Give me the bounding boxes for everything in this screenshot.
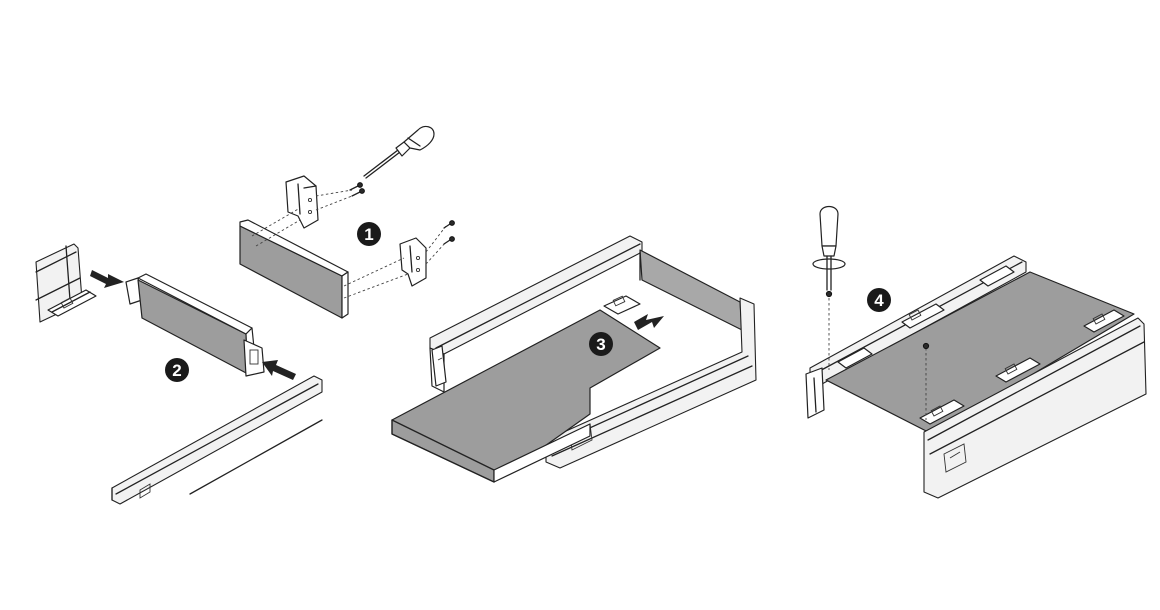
arrow-icon — [262, 360, 296, 380]
back-panel — [239, 219, 349, 319]
left-drawer-side-fragment — [35, 243, 97, 323]
screw-icon — [443, 236, 455, 245]
step-1-illustration — [239, 125, 455, 319]
step-3-illustration — [391, 235, 757, 483]
step-badge-3: 3 — [589, 332, 613, 356]
step-badge-1: 1 — [357, 222, 381, 246]
drawer-side-rail — [111, 375, 323, 505]
screwdriver-icon — [812, 205, 846, 370]
bracket-icon — [399, 237, 427, 287]
clip-fittings — [837, 265, 1125, 425]
bracket-icon — [285, 175, 319, 229]
drawer-bottom-panel-installed — [825, 271, 1135, 435]
drawer-right-side — [545, 297, 757, 469]
screw-icon — [351, 188, 365, 197]
screw-icon — [349, 182, 363, 191]
step-number-4: 4 — [874, 291, 884, 310]
screwdriver-icon — [363, 125, 435, 179]
step-2-illustration — [35, 243, 323, 505]
step-number-1: 1 — [364, 225, 373, 244]
arrow-icon — [90, 270, 124, 288]
screw-icon — [443, 220, 455, 229]
arrow-icon — [634, 314, 664, 330]
drawer-front-rail — [923, 317, 1147, 499]
step-number-2: 2 — [172, 361, 181, 380]
step-badge-2: 2 — [165, 358, 189, 382]
front-panel — [125, 273, 265, 377]
screw-icon — [922, 342, 930, 420]
step-badge-4: 4 — [867, 288, 891, 312]
step-4-illustration — [805, 205, 1147, 499]
step-number-3: 3 — [596, 335, 605, 354]
